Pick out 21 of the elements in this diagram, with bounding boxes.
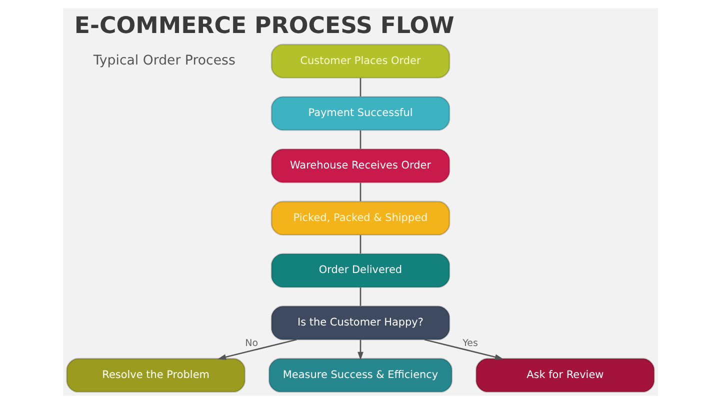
edge-label: Yes (462, 338, 478, 350)
node-box: Picked, Packed & Shipped (270, 200, 450, 236)
label: Typical Order Process (92, 54, 235, 69)
node-box: Is the Customer Happy? (270, 306, 450, 340)
node-box: Ask for Review (474, 358, 654, 393)
diagram-title: E-COMMERCE PROCESS FLOW (74, 13, 454, 40)
node-box: Warehouse Receives Order (270, 148, 450, 184)
node-box: Payment Successful (270, 96, 450, 131)
node-box: Resolve the Problem (66, 358, 246, 393)
node-box: Order Delivered (270, 253, 450, 288)
connector (359, 78, 361, 96)
connector (359, 182, 361, 202)
connector (359, 235, 361, 254)
connector (359, 287, 361, 306)
node-box: Measure Success & Efficiency (268, 358, 452, 393)
arrow (357, 340, 363, 360)
arrow (424, 338, 503, 360)
node-box: Customer Places Order (270, 44, 450, 78)
edge-label: No (244, 338, 258, 350)
connector (359, 130, 361, 149)
arrow (217, 338, 296, 360)
